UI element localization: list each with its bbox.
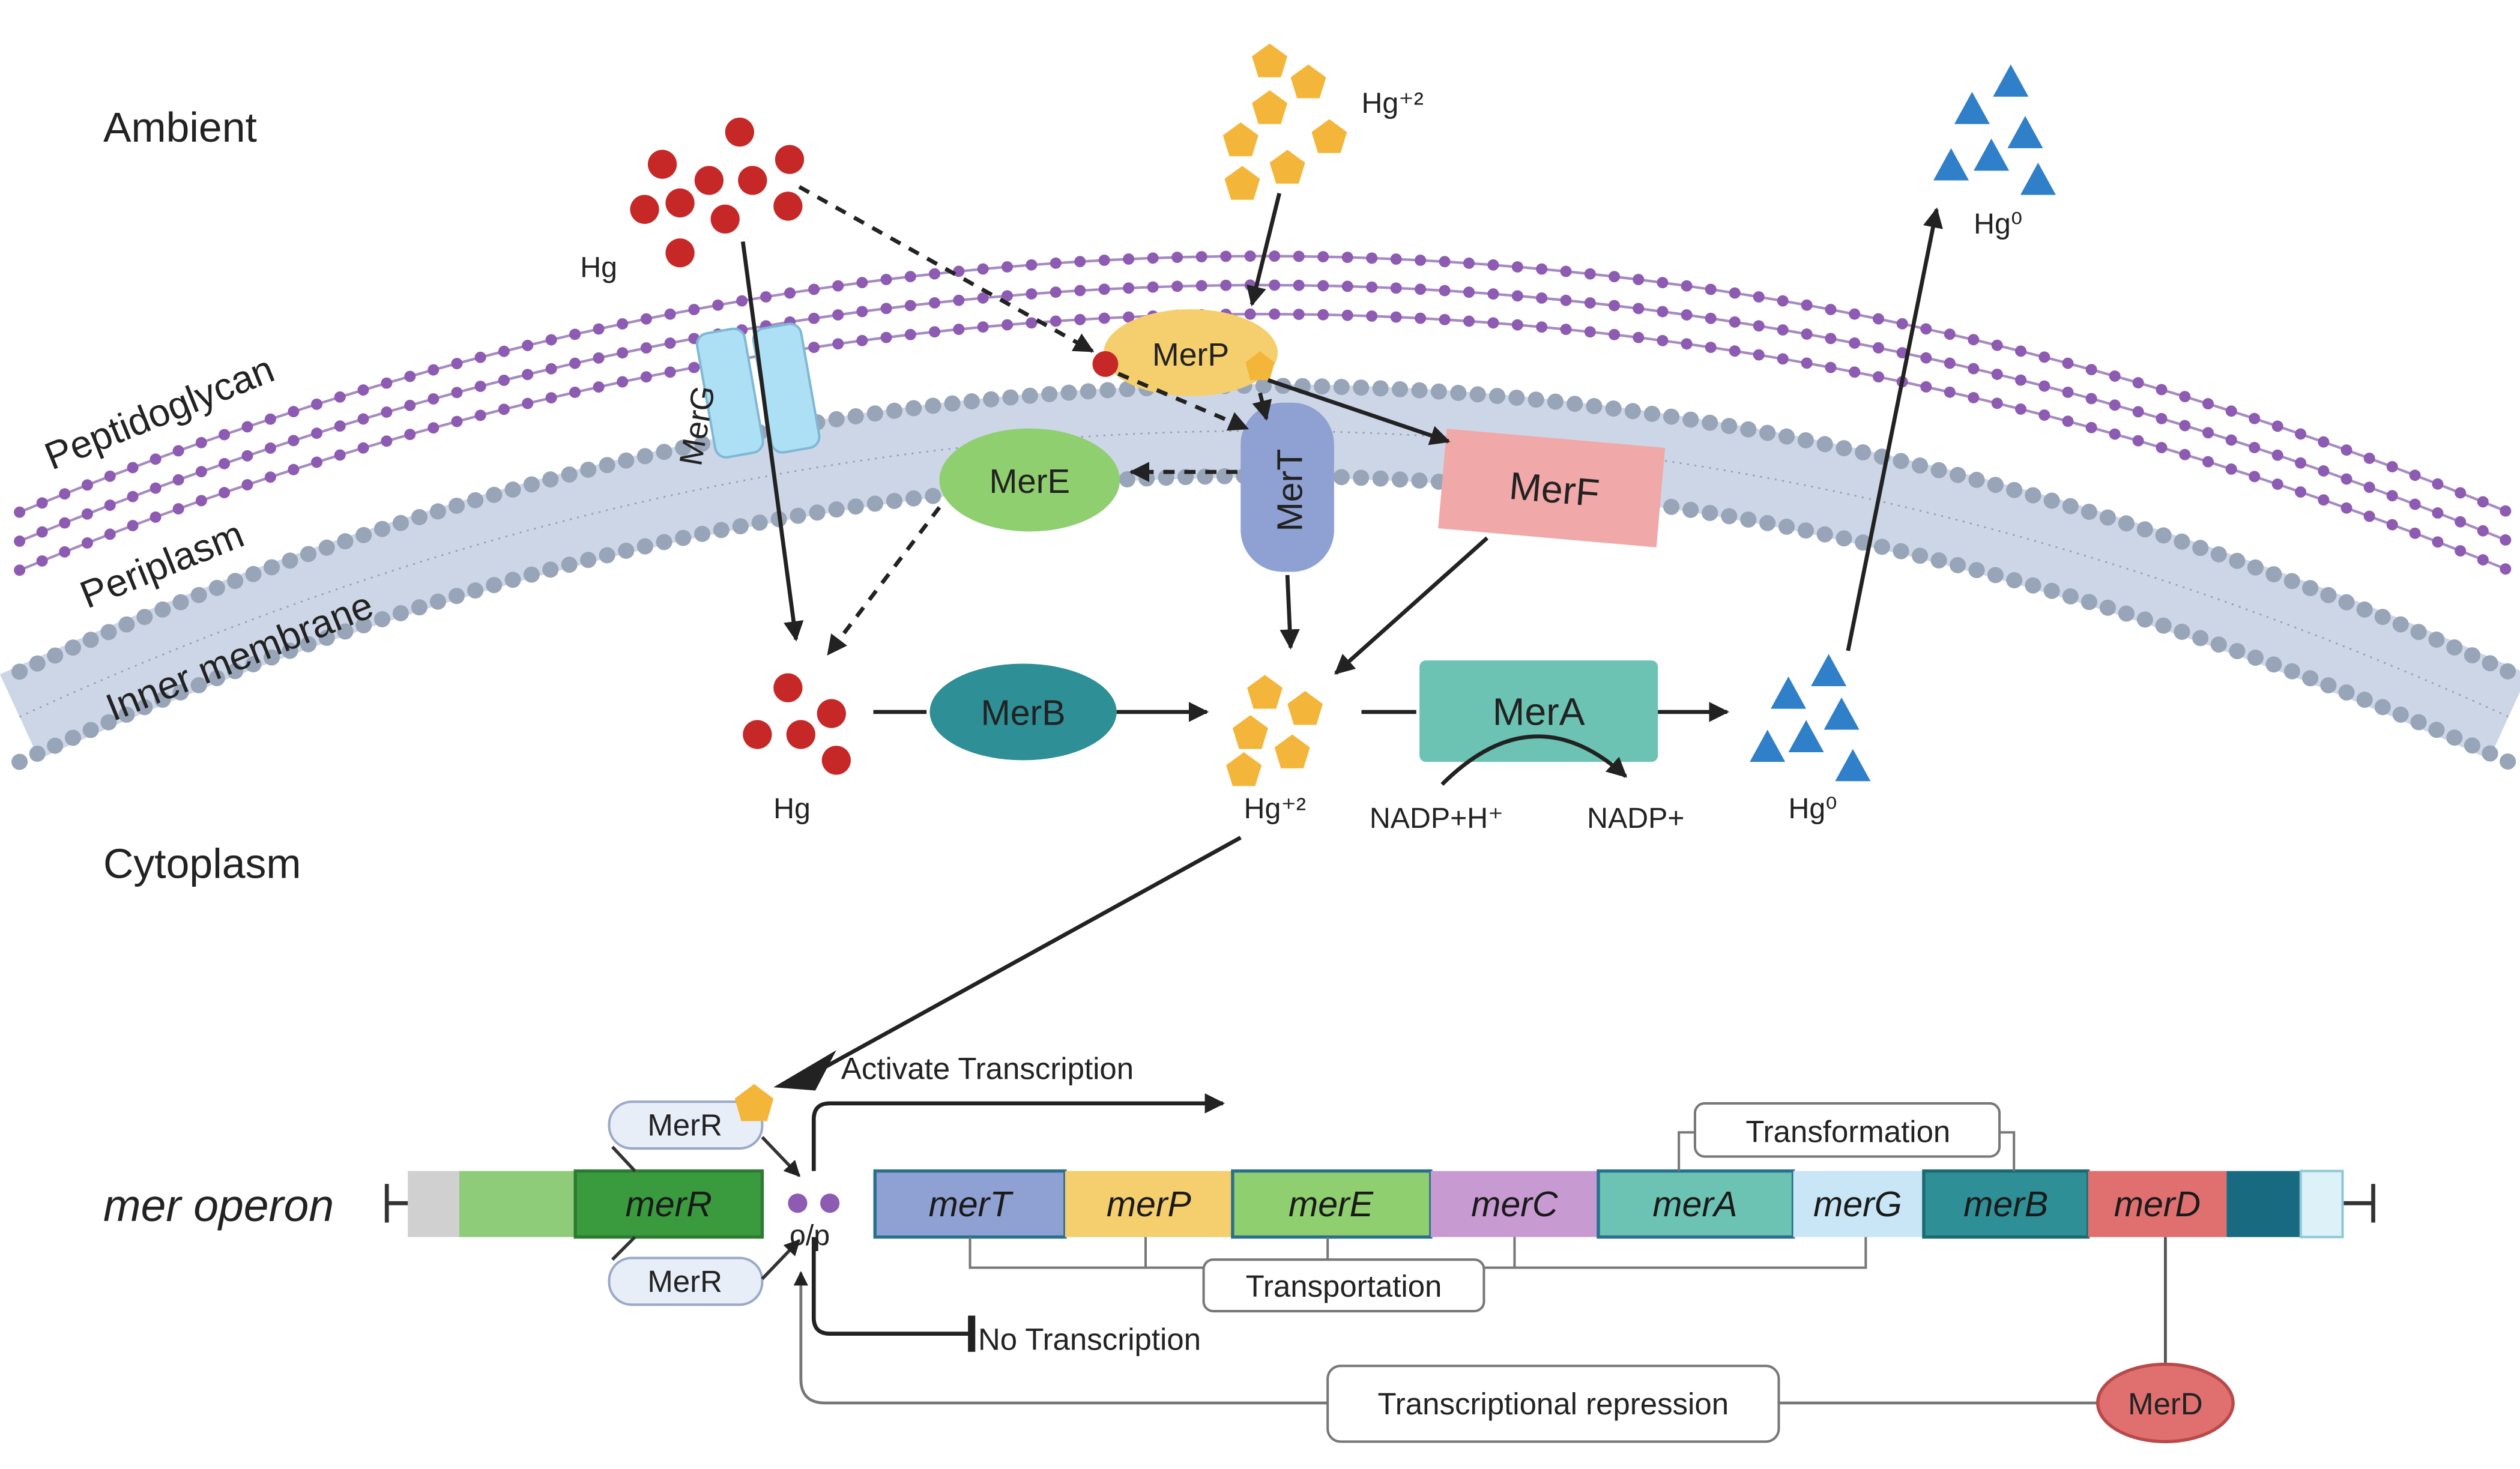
merf-protein bbox=[1438, 429, 1666, 547]
merb-protein bbox=[929, 663, 1117, 761]
hg2-cluster-ambient bbox=[1222, 43, 1347, 200]
gene-label-merg: merG bbox=[1813, 1184, 1902, 1224]
merp-protein bbox=[1104, 309, 1278, 397]
arrow-hg2-to-merp bbox=[1246, 193, 1281, 307]
gene-mera bbox=[1597, 1169, 1795, 1239]
arrow-hg2-to-merr-head bbox=[773, 1050, 836, 1091]
transportation-box bbox=[1202, 1258, 1485, 1313]
operon-end-region bbox=[2226, 1171, 2301, 1237]
arrow-hg-to-merp bbox=[798, 185, 1095, 353]
label-transformation: Transformation bbox=[1745, 1114, 1950, 1148]
gene-label-merp: merP bbox=[1107, 1184, 1191, 1224]
label-hg2-cytoplasm: Hg⁺² bbox=[1244, 792, 1306, 825]
label-transcriptional-repression: Transcriptional repression bbox=[1378, 1387, 1729, 1421]
gene-merb bbox=[1922, 1169, 2090, 1239]
merr-top-link bbox=[611, 1145, 636, 1172]
arrow-mere-to-hg bbox=[826, 506, 941, 656]
operon-backbone bbox=[384, 1184, 2375, 1223]
operon-title: mer operon bbox=[103, 1180, 334, 1231]
activate-transcription-arrow bbox=[811, 1093, 1225, 1171]
pathway-arrows bbox=[740, 185, 1943, 1078]
arrow-mert-to-hg2 bbox=[1280, 575, 1300, 650]
merr-protein-bottom bbox=[608, 1256, 764, 1306]
gene-label-merd: merD bbox=[2114, 1184, 2201, 1224]
label-nadph: NADP+H⁺ bbox=[1370, 802, 1503, 834]
label-hg2-ambient: Hg⁺² bbox=[1362, 87, 1424, 119]
arrow-hg-to-cytoplasm bbox=[740, 241, 804, 642]
gene-label-merc: merC bbox=[1471, 1184, 1558, 1224]
label-mere: MerE bbox=[990, 462, 1071, 500]
label-hg0-cytoplasm: Hg⁰ bbox=[1789, 792, 1837, 825]
label-merf: MerF bbox=[1508, 464, 1601, 515]
label-merd: MerD bbox=[2128, 1387, 2203, 1421]
merr-bottom-link bbox=[611, 1235, 636, 1261]
hg2-bound-merp bbox=[1245, 351, 1275, 381]
operator-site-2 bbox=[820, 1193, 840, 1213]
label-hg0-ambient: Hg⁰ bbox=[1974, 208, 2022, 240]
label-no-transcription: No Transcription bbox=[978, 1322, 1201, 1356]
arrow-merf-to-hg2 bbox=[1334, 536, 1489, 675]
hg-bound-merp bbox=[1092, 351, 1119, 377]
label-merr-bottom: MerR bbox=[647, 1264, 722, 1299]
gene-label-mert: merT bbox=[929, 1184, 1014, 1224]
gene-merg bbox=[1793, 1171, 1924, 1237]
peptidoglycan-layer bbox=[14, 250, 2515, 576]
arrow-merp-to-mert-hg2 bbox=[1252, 392, 1272, 421]
transformation-box bbox=[1693, 1102, 2001, 1158]
hg2-cluster-cytoplasm bbox=[1226, 675, 1323, 786]
hg-cluster-ambient bbox=[630, 117, 805, 268]
label-merp: MerP bbox=[1152, 337, 1229, 373]
merr-to-op-arrows bbox=[761, 1136, 801, 1280]
operon-leader-region bbox=[459, 1171, 576, 1237]
merg-channel bbox=[695, 322, 821, 459]
gene-merd bbox=[2088, 1171, 2227, 1237]
gene-merc bbox=[1430, 1171, 1598, 1237]
repression-line-left bbox=[793, 1271, 1328, 1405]
label-cytoplasm: Cytoplasm bbox=[103, 840, 301, 887]
operon-promoter-region bbox=[408, 1171, 459, 1237]
gene-label-mere: merE bbox=[1289, 1184, 1374, 1224]
hg-cluster-cytoplasm bbox=[743, 673, 851, 775]
arrow-hg2-to-merr bbox=[808, 836, 1242, 1078]
label-hg-ambient: Hg bbox=[580, 251, 617, 283]
nadph-conversion-arrow bbox=[1440, 734, 1628, 786]
no-transcription-arrow bbox=[811, 1237, 976, 1352]
gene-merp bbox=[1065, 1171, 1233, 1237]
hg0-cluster-cytoplasm bbox=[1750, 654, 1871, 782]
label-activate-transcription: Activate Transcription bbox=[841, 1052, 1134, 1086]
label-mert: MerT bbox=[1270, 449, 1310, 532]
gene-label-merr: merR bbox=[626, 1184, 712, 1224]
merd-protein bbox=[2096, 1362, 2235, 1444]
gene-label-merb: merB bbox=[1963, 1184, 2048, 1224]
repression-box bbox=[1326, 1365, 1780, 1443]
gene-merr bbox=[573, 1169, 764, 1239]
gene-mere bbox=[1231, 1169, 1433, 1239]
label-merr-top: MerR bbox=[647, 1108, 722, 1142]
operon-terminator-region bbox=[2299, 1169, 2344, 1238]
mert-protein bbox=[1240, 402, 1334, 572]
transformation-bracket bbox=[1678, 1131, 2016, 1171]
arrow-merp-to-mert-hg bbox=[1117, 372, 1249, 431]
label-hg-cytoplasm: Hg bbox=[773, 792, 811, 825]
arrow-hg0-to-ambient bbox=[1846, 207, 1943, 651]
label-nadp: NADP+ bbox=[1587, 802, 1684, 834]
arrow-merp-to-merf bbox=[1267, 378, 1451, 445]
label-merb: MerB bbox=[981, 693, 1066, 732]
mere-protein bbox=[939, 428, 1120, 532]
merr-protein-top bbox=[608, 1100, 764, 1150]
operator-site-1 bbox=[788, 1193, 808, 1213]
label-transportation: Transportation bbox=[1246, 1269, 1442, 1303]
label-op: o/p bbox=[790, 1219, 830, 1252]
mera-protein bbox=[1419, 660, 1658, 762]
hg2-bound-merr bbox=[734, 1084, 774, 1121]
gene-label-mera: merA bbox=[1652, 1184, 1737, 1224]
label-mera: MerA bbox=[1493, 690, 1585, 733]
label-ambient: Ambient bbox=[103, 104, 257, 151]
hg0-cluster-ambient bbox=[1933, 64, 2056, 195]
